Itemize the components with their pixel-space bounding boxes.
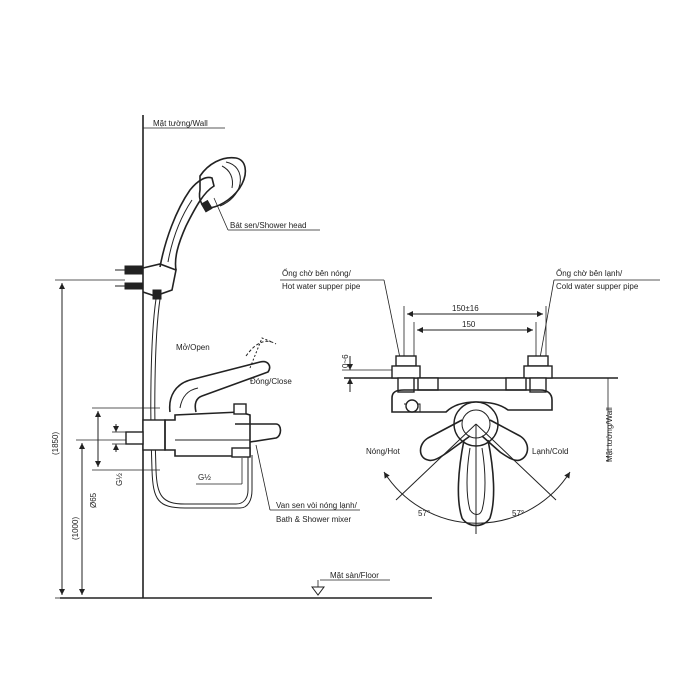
floor-marker-icon [311,586,325,596]
shower-head-label: Bát sen/Shower head [230,221,307,230]
mixer-body-side [125,337,282,458]
dimension-span: 150 [462,320,476,329]
rotation-arc [383,471,571,524]
cold-pipe-label-vi: Ống chờ bên lạnh/ [556,268,623,278]
close-label: Đóng/Close [250,377,292,386]
dimension-span-tolerance: 150±16 [452,304,479,313]
shower-head-icon [198,156,247,213]
shower-handle [159,176,215,271]
cold-pipe-label-en: Cold water supper pipe [556,282,639,291]
cold-connector [505,355,553,393]
thread-g-vertical-label: G½ [115,473,124,486]
dimension-depth: 0~6 [341,354,350,368]
dimension-diameter: Ø65 [89,492,98,508]
wall-top-label: Mặt tường/Wall [153,119,208,128]
open-label: Mở/Open [176,343,210,352]
mixer-label-vi: Van sen vòi nóng lạnh/ [276,501,358,510]
right-wall-label: Mặt tường/Wall [605,407,614,462]
floor-label: Mặt sàn/Floor [330,571,379,580]
cold-lever [481,419,529,462]
dimension-height-mixer: (1000) [71,517,80,540]
angle-right-label: 57° [512,509,524,518]
cold-label: Lạnh/Cold [532,447,568,456]
hot-pipe-label-vi: Ống chờ bên nóng/ [282,268,352,278]
angle-left-label: 57° [418,509,430,518]
mixer-body-top [391,389,553,413]
thread-g-label: G½ [198,473,211,482]
hot-label: Nóng/Hot [366,447,401,456]
hot-connector [391,355,439,393]
plan-view: Mặt tường/Wall Ống chờ bên nóng/ Hot wat… [280,268,660,534]
mixer-label-en: Bath & Shower mixer [276,515,351,524]
side-elevation-view: Mặt tường/Wall Mặt sàn/Floor Bát sen/Sho [51,115,432,599]
dimension-height-total: (1850) [51,432,60,455]
hot-pipe-label-en: Hot water supper pipe [282,282,361,291]
